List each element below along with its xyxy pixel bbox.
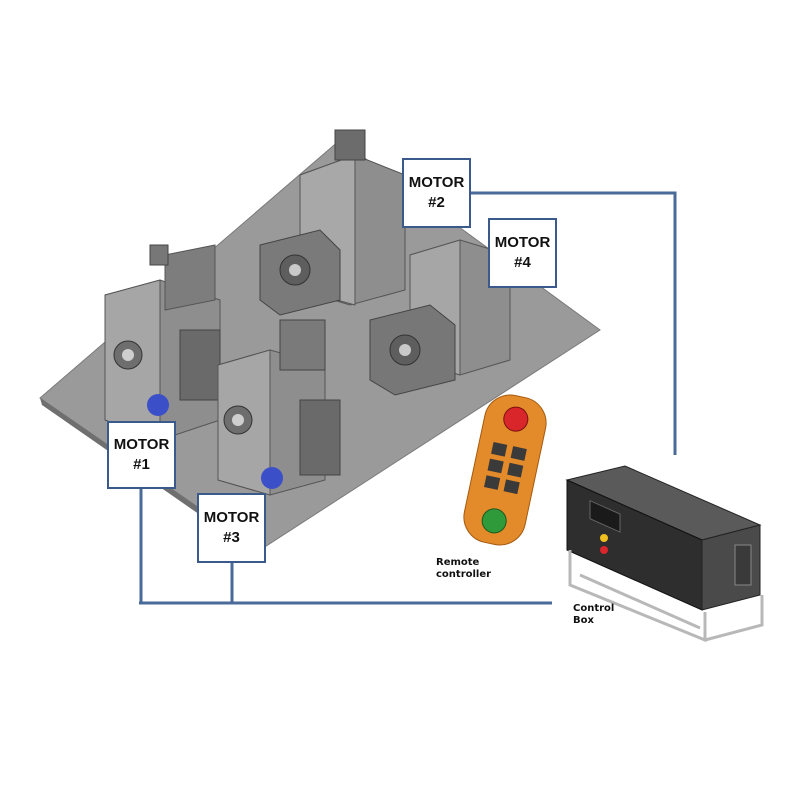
remote-caption-line1: Remote (436, 557, 480, 568)
motor-4-machine (369, 239, 511, 396)
motor-1-machine (104, 244, 221, 441)
control-box-caption-line1: Control (573, 603, 615, 614)
motor-4-label-line2: #4 (514, 254, 531, 271)
motor-3-label: MOTOR #3 (197, 493, 266, 563)
estop-button (503, 406, 529, 432)
control-box-caption: Control Box (573, 603, 614, 627)
remote-caption-line2: controller (436, 569, 492, 580)
control-box-caption-line2: Box (573, 615, 594, 626)
motor-2-label: MOTOR #2 (402, 158, 471, 228)
remote-controller-caption: Remote controller (436, 557, 491, 581)
motor-2-label-line1: MOTOR (408, 174, 465, 191)
motor-3-coupling (261, 467, 283, 489)
motor-2-label-line2: #2 (428, 194, 445, 211)
motor-3-label-line2: #3 (223, 529, 240, 546)
motor-3-label-line1: MOTOR (203, 509, 260, 526)
motor-1-coupling (147, 394, 169, 416)
motor-4-label-line1: MOTOR (494, 234, 551, 251)
wiring (139, 191, 677, 605)
motor-4-label: MOTOR #4 (488, 218, 557, 288)
motor-3-machine (217, 319, 341, 496)
motor-1-label-line1: MOTOR (113, 436, 170, 453)
start-button (481, 508, 507, 534)
motor-2-machine (259, 129, 406, 316)
remote-controller-device (463, 394, 547, 546)
motor-1-label-line2: #1 (133, 456, 150, 473)
control-box-device (565, 465, 764, 643)
motor-1-label: MOTOR #1 (107, 421, 176, 489)
